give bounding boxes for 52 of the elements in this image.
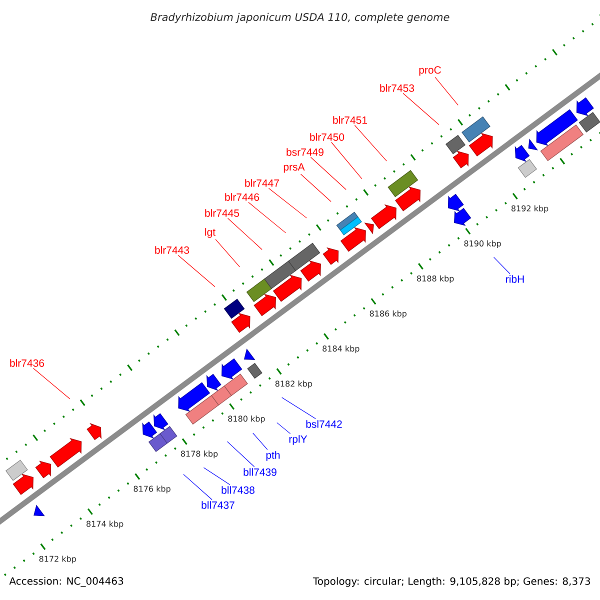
scale-label: 8180 kbp bbox=[228, 416, 265, 424]
scale-label: 8184 kbp bbox=[322, 345, 360, 354]
scale-label: 8182 kbp bbox=[275, 380, 312, 388]
scale-label: 8190 kbp bbox=[464, 240, 501, 248]
leader-line bbox=[434, 76, 458, 106]
gene-label: bll7439 bbox=[244, 468, 276, 476]
leader-line bbox=[178, 254, 216, 288]
gene-label: blr7453 bbox=[380, 84, 414, 92]
gene-label: ribH bbox=[506, 275, 524, 283]
scale-label: 8172 kbp bbox=[39, 556, 76, 564]
genome-summary: Topology: circular; Length: 9,105,828 bp; Genes: 8,373 bbox=[312, 577, 590, 587]
gene-label: blr7447 bbox=[245, 179, 279, 187]
leader-line bbox=[32, 368, 70, 400]
leader-line bbox=[183, 474, 212, 500]
scale-label: 8192 kbp bbox=[511, 205, 548, 213]
gene-label: blr7445 bbox=[205, 209, 240, 217]
gene-label: lgt bbox=[205, 228, 216, 238]
gene-label: bll7438 bbox=[222, 486, 254, 494]
scale-label: 8178 kbp bbox=[180, 450, 218, 458]
title: Bradyrhizobium japonicum USDA 110, complete genome bbox=[150, 12, 450, 24]
leader-line bbox=[402, 92, 440, 126]
gene-label: blr7436 bbox=[10, 359, 44, 367]
leader-line bbox=[226, 441, 255, 468]
gene-label: pth bbox=[266, 451, 280, 461]
gene-label: blr7451 bbox=[333, 116, 367, 124]
leader-line bbox=[354, 124, 387, 162]
leader-line bbox=[215, 238, 240, 268]
scale-label: 8188 kbp bbox=[417, 275, 454, 284]
leader-line bbox=[331, 142, 362, 180]
leader-line bbox=[300, 174, 332, 202]
leader-line bbox=[252, 432, 268, 450]
leader-line bbox=[276, 422, 291, 434]
leader-line bbox=[268, 188, 307, 218]
scale-label: 8176 kbp bbox=[134, 486, 170, 494]
gene-label: proC bbox=[419, 66, 441, 76]
leader-line bbox=[310, 156, 346, 190]
gene-label: bsl7442 bbox=[306, 420, 342, 428]
gene-label: bll7437 bbox=[202, 501, 234, 509]
scale-label: 8186 kbp bbox=[370, 310, 407, 318]
leader-line bbox=[282, 397, 316, 420]
leader-line bbox=[203, 467, 230, 486]
gene-label: blr7446 bbox=[225, 193, 260, 201]
leader-line bbox=[493, 256, 510, 274]
accession-note: Accession: NC_004463 bbox=[9, 577, 124, 587]
gene-label: bsr7449 bbox=[286, 148, 324, 156]
gene-label: rplY bbox=[289, 435, 308, 445]
gene-label: blr7450 bbox=[310, 133, 344, 141]
leader-line bbox=[248, 202, 286, 234]
scale-label: 8174 kbp bbox=[86, 520, 124, 528]
leader-line bbox=[227, 218, 262, 250]
gene-label: blr7443 bbox=[155, 246, 190, 254]
gene-label: prsA bbox=[284, 163, 305, 173]
